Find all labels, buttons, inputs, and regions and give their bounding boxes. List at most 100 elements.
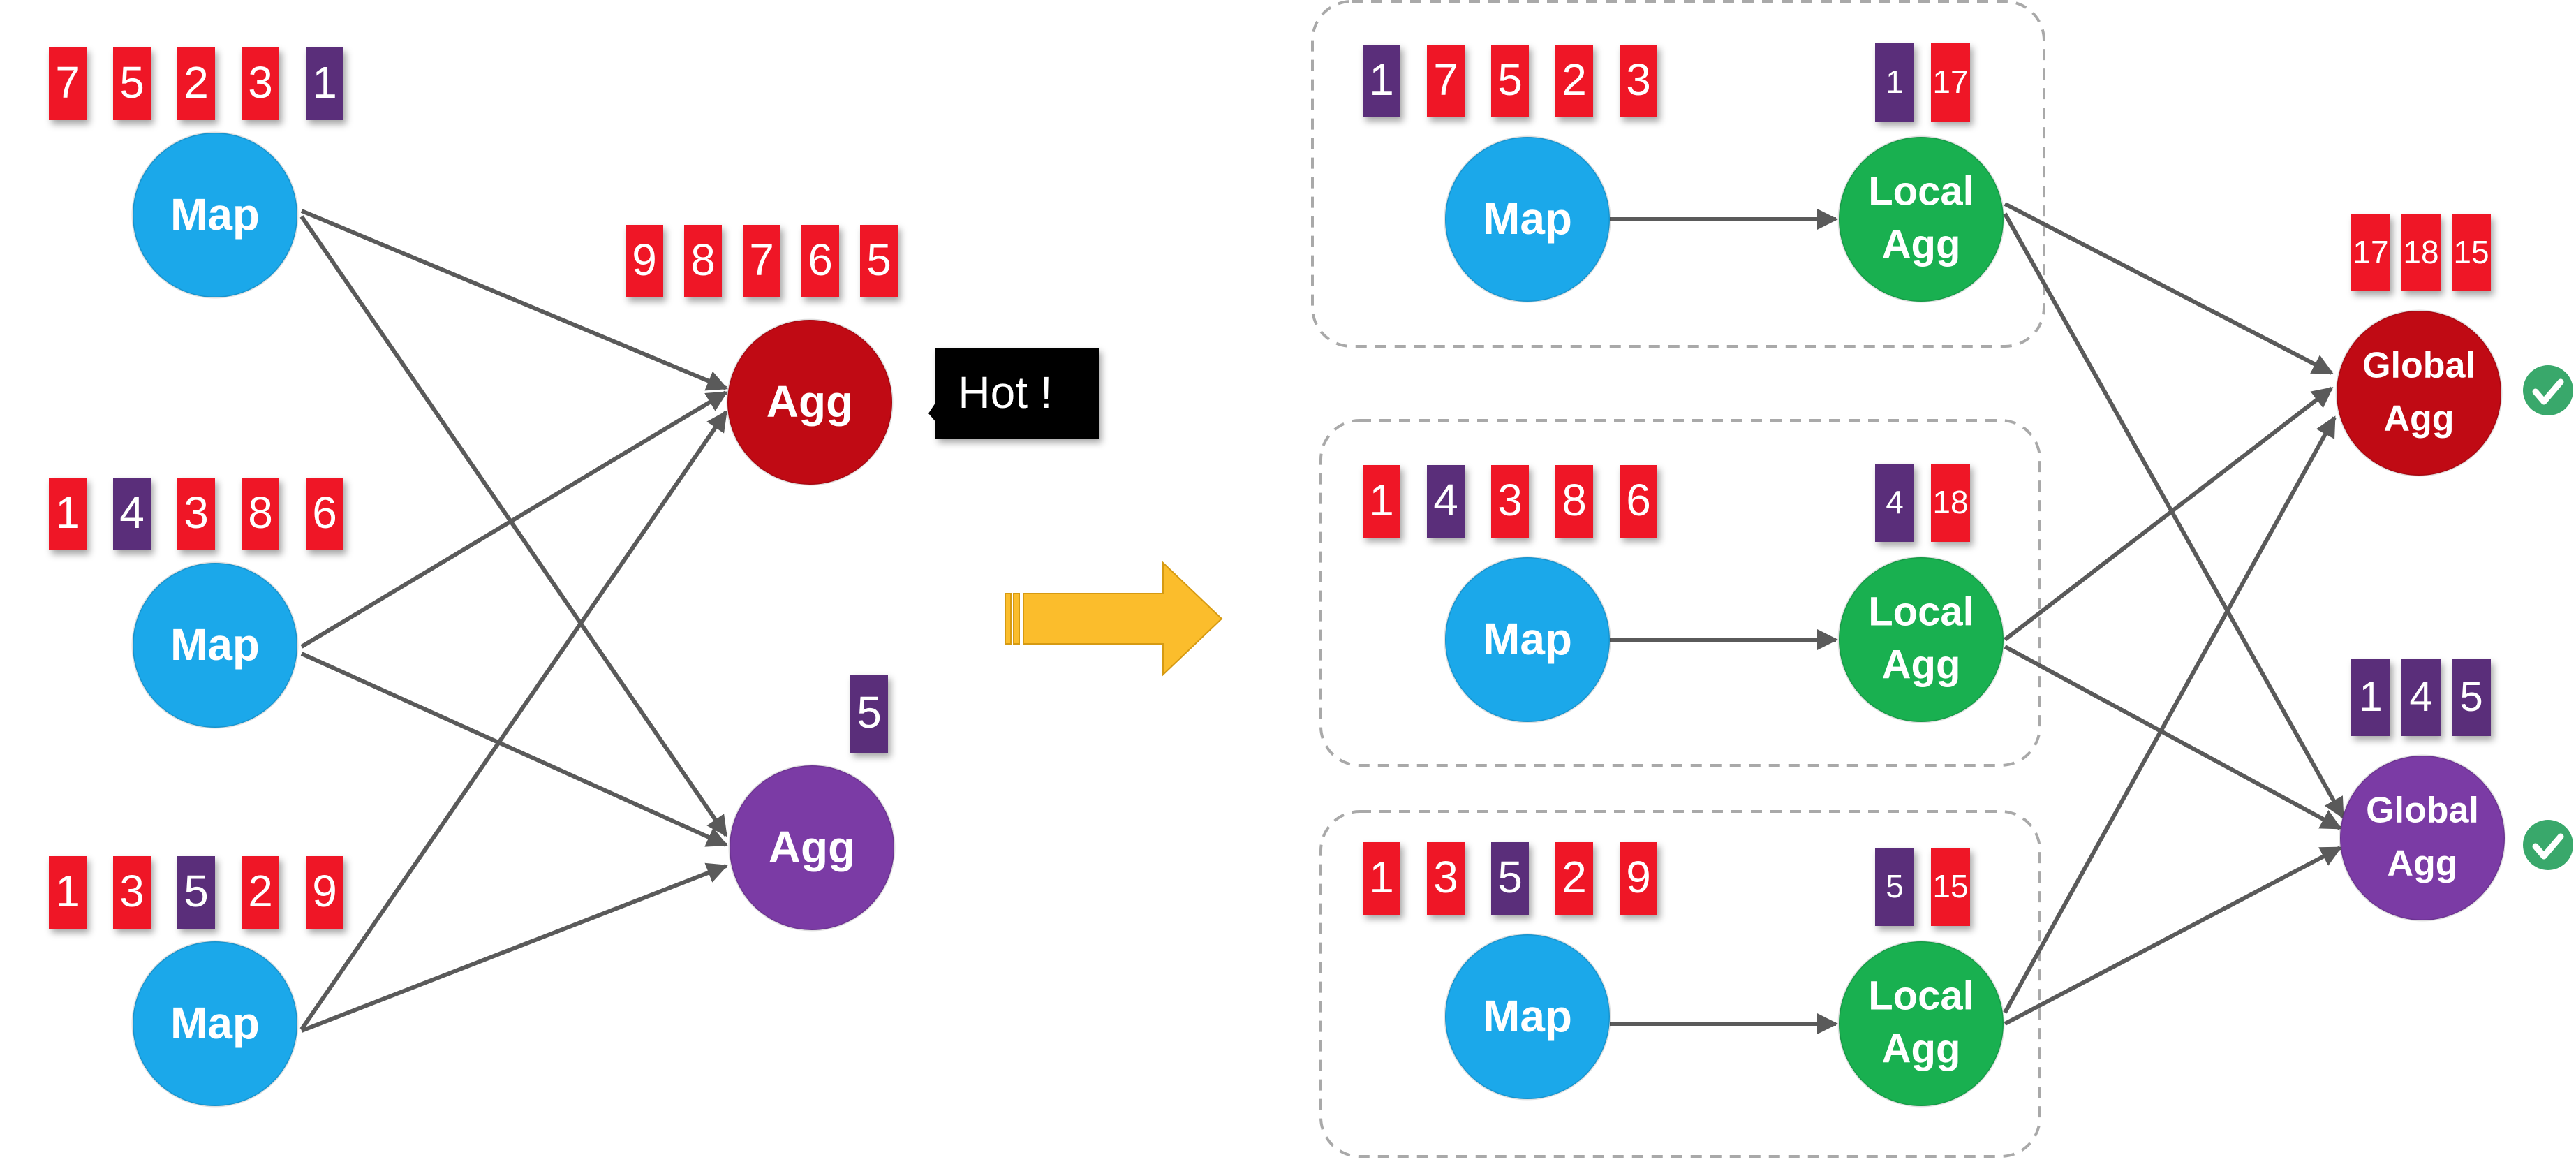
right-map-3-tile-value: 5 <box>1497 852 1523 902</box>
left-map-node-1: Map <box>131 131 299 299</box>
left-map-node-2-label: Map <box>170 619 260 670</box>
left-map-3-tile-box <box>49 856 87 929</box>
right-local-agg-node-1-label-line2: Agg <box>1882 221 1961 267</box>
left-map-3-tile-value: 2 <box>248 866 273 916</box>
left-agg-hot-tile: 5 <box>860 225 898 297</box>
left-agg-purple-node-label: Agg <box>769 822 855 872</box>
left-map-3-tile-box <box>177 856 215 929</box>
right-global-1-tile: 17 <box>2351 214 2390 291</box>
right-local-3-tile-value: 5 <box>1886 868 1904 904</box>
edge-map3-agg-purple <box>300 862 728 1033</box>
left-map-3-tile-box <box>306 856 343 929</box>
dashed-group-boxes <box>1311 0 2045 1158</box>
left-map-node-2-circle <box>131 561 299 729</box>
left-map-2-tile-value: 8 <box>248 487 273 538</box>
edge-local2-global1 <box>2004 386 2334 642</box>
right-map-3-tile-box <box>1620 842 1657 915</box>
right-global-1-tile-value: 15 <box>2453 234 2489 270</box>
left-agg-purple-node-circle <box>728 764 896 932</box>
edge-map2-agg-hot <box>300 390 728 649</box>
left-map-node-1-label: Map <box>170 189 260 240</box>
left-map-3-tile-value: 1 <box>55 866 80 916</box>
left-map-1-tile-value: 1 <box>312 57 337 108</box>
left-map-1-tile: 7 <box>49 47 87 120</box>
hot-callout-text: Hot ! <box>958 367 1052 418</box>
right-global-2-tile: 1 <box>2351 659 2390 736</box>
right-map-2-tile: 3 <box>1491 465 1529 538</box>
left-map-2-tile-value: 3 <box>184 487 209 538</box>
right-map-3-tile: 2 <box>1555 842 1593 915</box>
left-map-node-2: Map <box>131 561 299 729</box>
right-global-2-tile-box <box>2401 659 2441 736</box>
right-local-3-tile-box <box>1931 848 1970 926</box>
left-map-3-tile: 9 <box>306 856 343 929</box>
right-map-node-3-circle <box>1444 933 1611 1101</box>
left-map-node-1-circle <box>131 131 299 299</box>
right-global-2-tile-value: 5 <box>2459 673 2482 720</box>
right-map-1-tile-box <box>1491 45 1529 117</box>
right-map-2-tile-box <box>1620 465 1657 538</box>
right-map-2-tile-value: 8 <box>1562 475 1587 525</box>
right-map-1-tile-value: 1 <box>1369 54 1394 105</box>
right-local-2-tile-value: 18 <box>1932 484 1968 520</box>
right-global-agg-node-1-label-line2: Agg <box>2383 399 2454 439</box>
left-map-1-tile-box <box>49 47 87 120</box>
left-map-1-tile-box <box>306 47 343 120</box>
right-local-2-tile: 4 <box>1875 464 1914 542</box>
edge-map1-agg-hot <box>300 209 728 391</box>
left-agg-hot-tile: 8 <box>684 225 722 297</box>
left-map-1-tile-value: 7 <box>55 57 80 108</box>
left-map-3-tile-value: 3 <box>119 866 145 916</box>
edge-map3-agg-hot <box>299 410 728 1031</box>
right-local-agg-node-1-circle <box>1837 135 2005 303</box>
right-map-1-tile: 2 <box>1555 45 1593 117</box>
right-global-1-tile-box <box>2401 214 2441 291</box>
left-agg-hot-tile-value: 6 <box>808 235 833 285</box>
check-circle-icon <box>2523 820 2573 870</box>
worker-group-2 <box>1319 419 2041 767</box>
right-local-3-tile-value: 15 <box>1932 868 1968 904</box>
right-map-2-tile-box <box>1491 465 1529 538</box>
left-map-1-tile-box <box>242 47 279 120</box>
right-map-node-3: Map <box>1444 933 1611 1101</box>
left-map-2-tile-box <box>177 478 215 550</box>
right-map-node-1-circle <box>1444 135 1611 303</box>
right-global-2-tile-value: 4 <box>2409 673 2432 720</box>
left-map-2-tile: 8 <box>242 478 279 550</box>
right-map-1-tile: 5 <box>1491 45 1529 117</box>
left-map-node-3-circle <box>131 940 299 1108</box>
right-map-1-tile-box <box>1363 45 1400 117</box>
left-agg-hot-tile: 7 <box>743 225 780 297</box>
hot-callout-box <box>935 348 1099 439</box>
right-local-3-tile-box <box>1875 848 1914 926</box>
left-map-1-tile: 2 <box>177 47 215 120</box>
right-global-2-tile: 5 <box>2452 659 2491 736</box>
right-global-1-tile: 15 <box>2452 214 2491 291</box>
worker-group-3 <box>1319 810 2041 1158</box>
right-local-agg-node-2-label-line1: Local <box>1868 589 1974 634</box>
right-local-2-tile-box <box>1875 464 1914 542</box>
hot-callout: Hot ! <box>928 348 1099 439</box>
check-circle-bg <box>2523 820 2573 870</box>
left-map-2-tile: 1 <box>49 478 87 550</box>
left-map-node-3-label: Map <box>170 998 260 1048</box>
left-map-1-tile: 5 <box>113 47 151 120</box>
right-global-agg-node-2-label-line2: Agg <box>2387 844 2457 884</box>
right-map-2-tile-box <box>1555 465 1593 538</box>
left-map-1-tile: 3 <box>242 47 279 120</box>
right-map-1-tile-box <box>1427 45 1465 117</box>
right-global-agg-node-2-circle <box>2339 754 2506 922</box>
right-local-1-tile-value: 17 <box>1932 64 1968 100</box>
left-map-1-tile-value: 3 <box>248 57 273 108</box>
edge-local2-global2 <box>2004 645 2342 830</box>
left-agg-hot-tile-value: 7 <box>749 235 774 285</box>
left-map-3-tile: 3 <box>113 856 151 929</box>
left-map-2-tile-box <box>242 478 279 550</box>
